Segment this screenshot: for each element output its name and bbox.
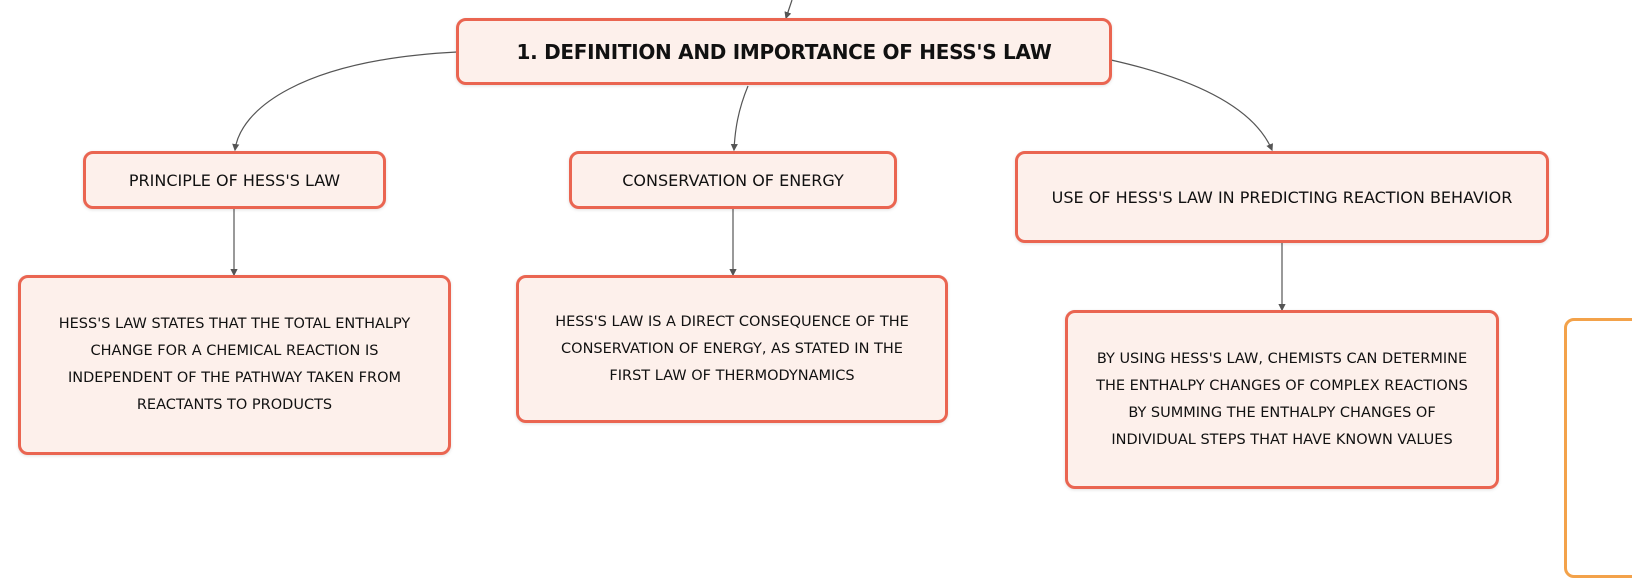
principle-detail-text: HESS'S LAW STATES THAT THE TOTAL ENTHALP…	[58, 316, 411, 413]
conservation-detail-node[interactable]: HESS'S LAW IS A DIRECT CONSEQUENCE OF TH…	[516, 275, 948, 423]
connectors	[230, 0, 1286, 312]
connector-use	[1110, 59, 1273, 152]
connector-parent	[784, 0, 793, 20]
connector-principle	[232, 51, 458, 152]
principle-label: PRINCIPLE OF HESS'S LAW	[128, 170, 341, 190]
offscreen-node[interactable]	[1564, 318, 1632, 578]
main-topic-label: 1. DEFINITION AND IMPORTANCE OF HESS'S L…	[516, 39, 1052, 64]
use-detail-text: BY USING HESS'S LAW, CHEMISTS CAN DETERM…	[1096, 350, 1468, 448]
conservation-node[interactable]: CONSERVATION OF ENERGY	[569, 151, 897, 209]
main-topic-node[interactable]: 1. DEFINITION AND IMPORTANCE OF HESS'S L…	[456, 18, 1112, 85]
principle-detail-node[interactable]: HESS'S LAW STATES THAT THE TOTAL ENTHALP…	[18, 275, 451, 455]
conservation-label: CONSERVATION OF ENERGY	[622, 170, 844, 190]
principle-node[interactable]: PRINCIPLE OF HESS'S LAW	[83, 151, 386, 209]
use-node[interactable]: USE OF HESS'S LAW IN PREDICTING REACTION…	[1015, 151, 1549, 243]
use-label: USE OF HESS'S LAW IN PREDICTING REACTION…	[1051, 187, 1513, 207]
connector-conservation	[730, 85, 749, 152]
use-detail-node[interactable]: BY USING HESS'S LAW, CHEMISTS CAN DETERM…	[1065, 310, 1499, 489]
conservation-detail-text: HESS'S LAW IS A DIRECT CONSEQUENCE OF TH…	[555, 313, 909, 384]
